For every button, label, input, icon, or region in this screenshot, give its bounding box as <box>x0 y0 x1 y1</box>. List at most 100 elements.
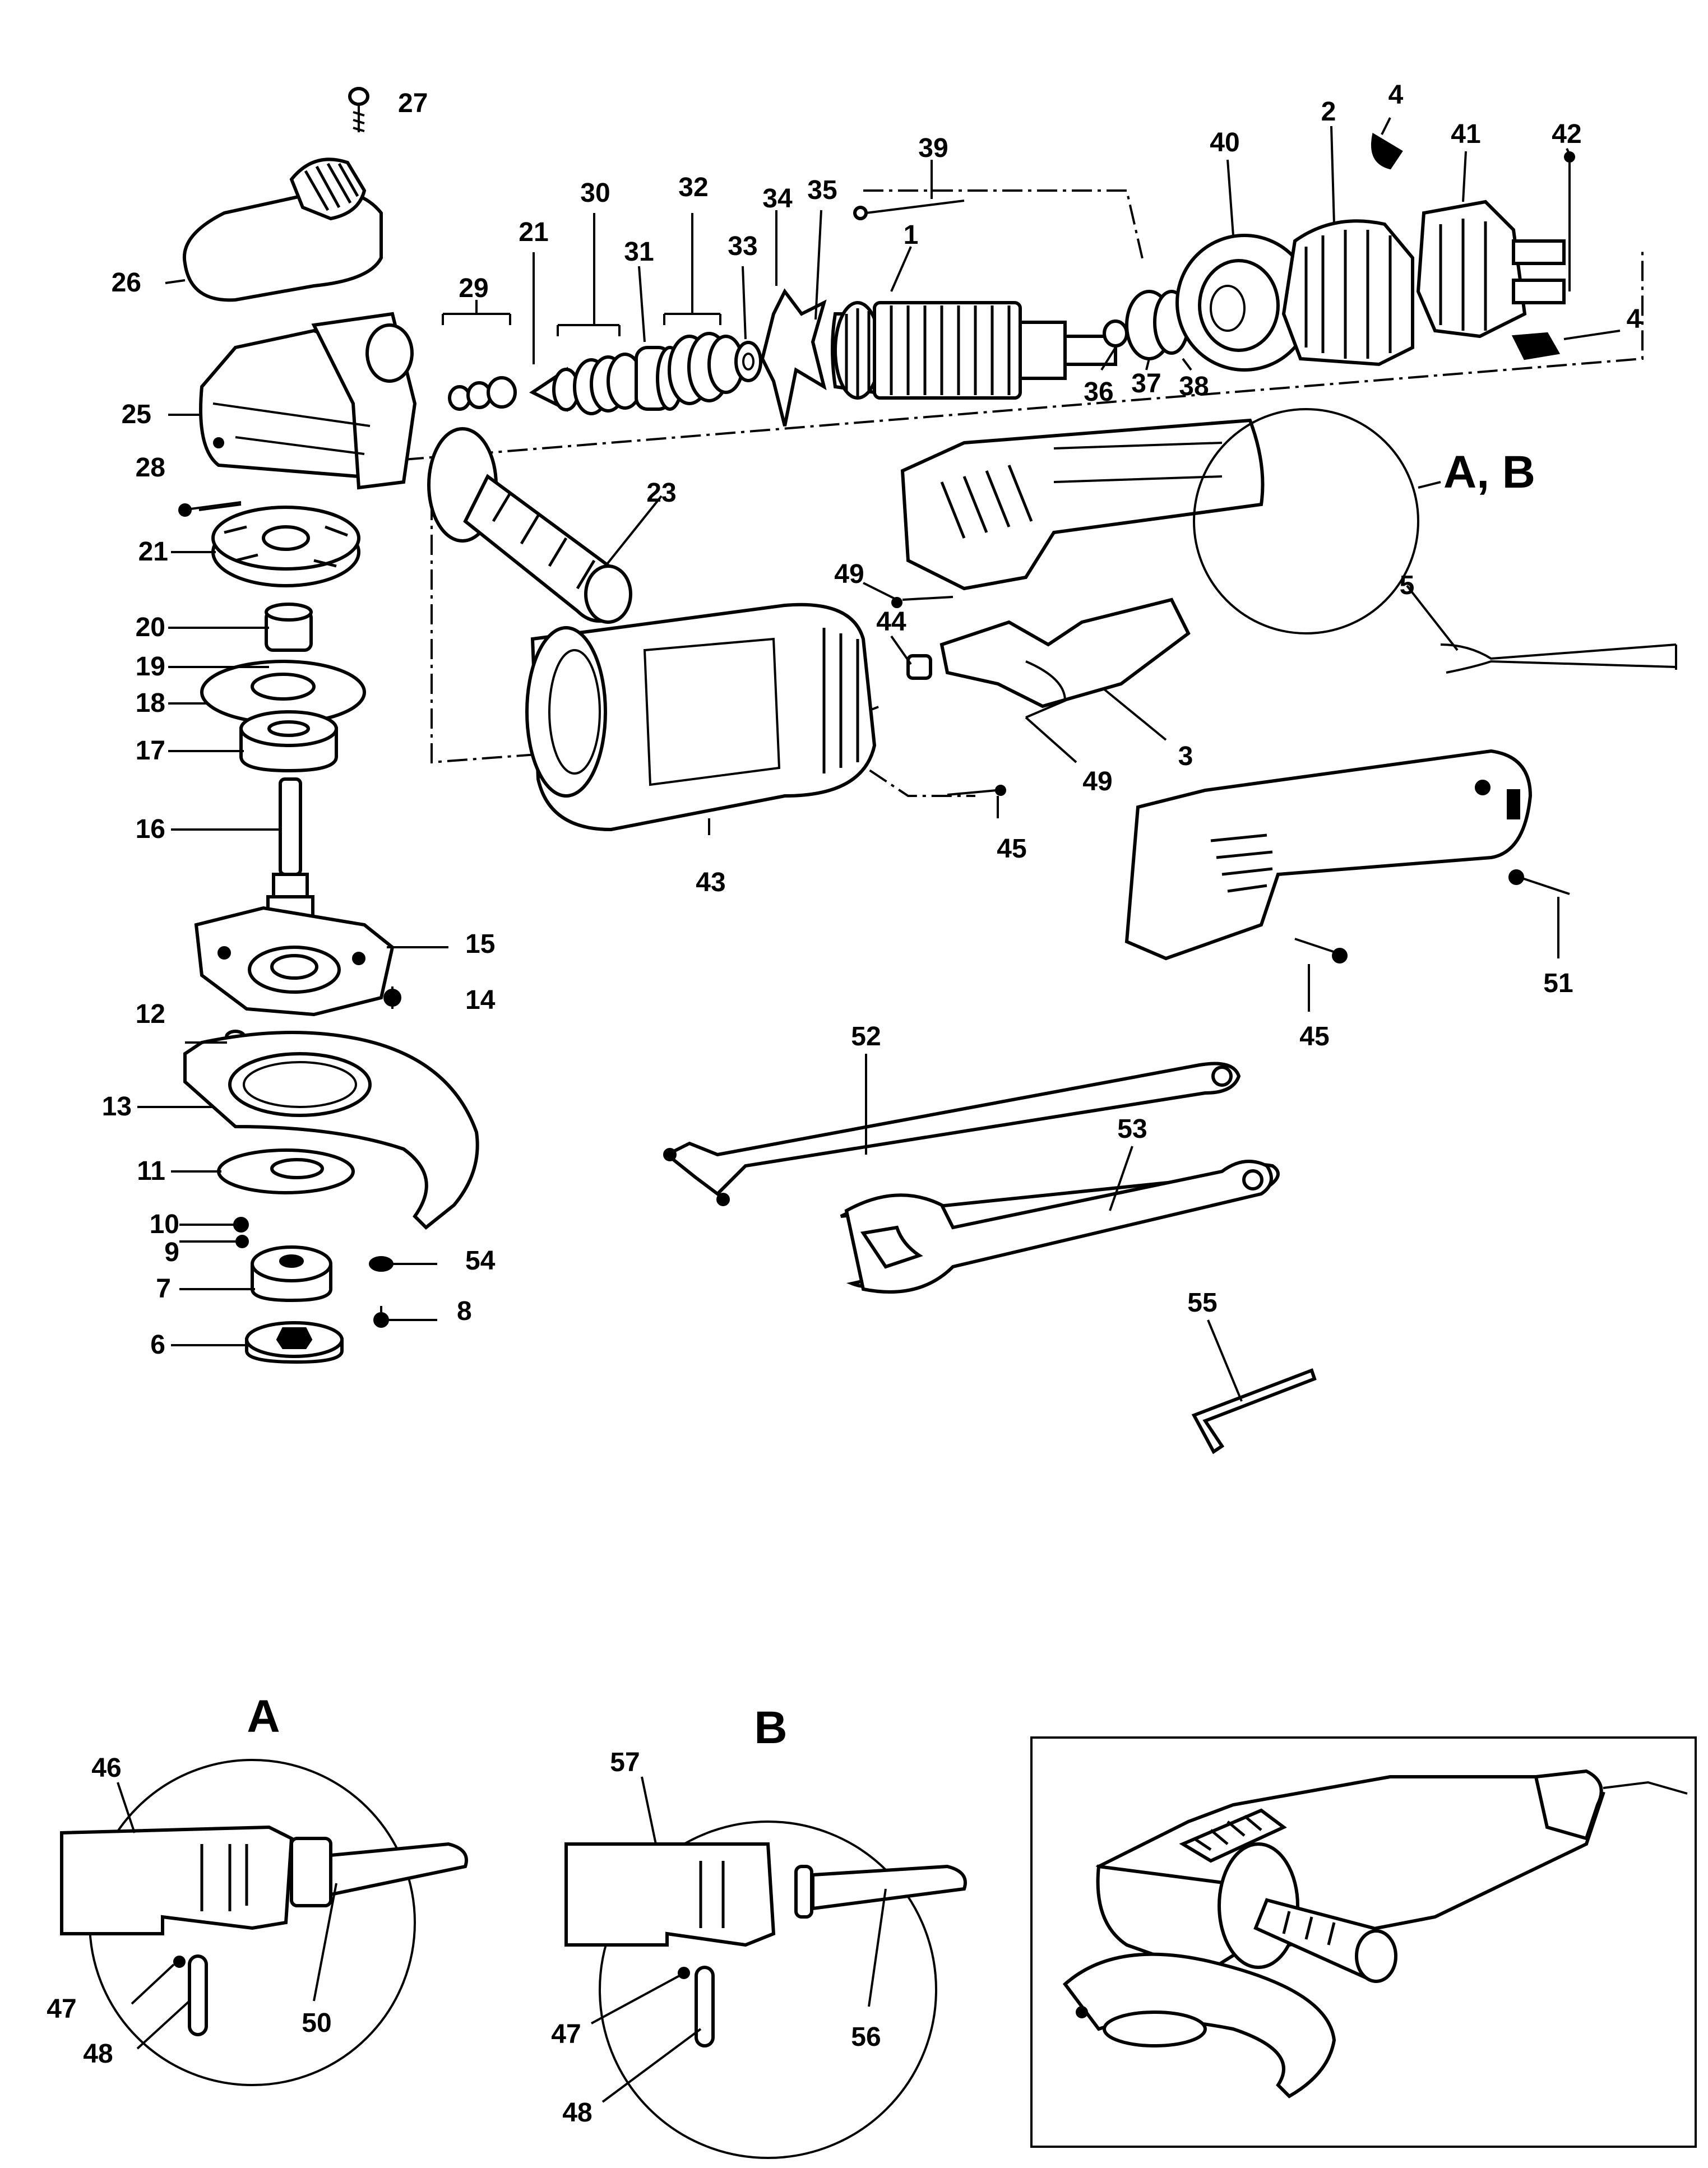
label-43: 43 <box>696 868 725 897</box>
label-1: 1 <box>904 220 919 250</box>
assembled-tool-view <box>1030 1736 1697 2148</box>
brush-4 <box>1511 332 1561 360</box>
label-37: 37 <box>1131 369 1161 399</box>
label-15: 15 <box>465 929 495 959</box>
hex-key-55 <box>1191 1368 1317 1454</box>
detail-b-title: B <box>754 1702 787 1753</box>
bearing-29 <box>448 376 517 411</box>
label-8: 8 <box>457 1296 472 1326</box>
spanner-53 <box>840 1160 1280 1294</box>
label-36: 36 <box>1084 377 1113 407</box>
washer-36 <box>1103 319 1128 348</box>
cable-5 <box>1440 643 1677 674</box>
washer-33 <box>734 341 762 382</box>
baffle-40 <box>1175 234 1313 372</box>
field-2 <box>1281 132 1414 367</box>
label-41: 41 <box>1451 119 1480 149</box>
label-29: 29 <box>459 274 488 303</box>
label-6: 6 <box>150 1330 165 1360</box>
label-19: 19 <box>136 652 165 682</box>
label-b57: 57 <box>610 1748 640 1777</box>
label-38: 38 <box>1179 372 1209 401</box>
label-17: 17 <box>136 736 165 766</box>
detail-a-title: A <box>247 1691 280 1742</box>
bearing-17 <box>239 710 338 773</box>
label-12: 12 <box>136 999 165 1029</box>
handle-half-lower <box>1124 749 1533 961</box>
label-45-lower: 45 <box>1299 1022 1329 1051</box>
screw-49 <box>891 596 953 608</box>
gear-21-lower <box>211 506 360 587</box>
gear-cover-26 <box>182 157 383 302</box>
label-21-lower: 21 <box>138 537 168 567</box>
pinion-21-upper <box>529 367 580 412</box>
label-30: 30 <box>580 178 610 208</box>
screw-45-upper <box>947 785 1006 796</box>
wheel-guard-13 <box>183 1031 479 1230</box>
label-a46: 46 <box>91 1753 121 1783</box>
bearing-20 <box>265 603 313 652</box>
label-40: 40 <box>1210 128 1239 157</box>
detail-a: A 46 47 48 50 <box>47 1691 468 2086</box>
label-49-upper: 49 <box>834 559 864 589</box>
screw-28 <box>178 501 242 517</box>
label-53: 53 <box>1117 1114 1147 1144</box>
clamp-11 <box>217 1148 355 1194</box>
screw-51 <box>1508 869 1570 895</box>
part-labels: 27 26 25 28 21 20 19 18 17 16 15 14 12 1… <box>102 80 1642 1360</box>
side-handle-23 <box>427 427 632 624</box>
label-39: 39 <box>918 133 948 163</box>
callout-label: A, B <box>1443 447 1535 498</box>
spindle-16 <box>266 777 314 927</box>
washer-19-18 <box>200 660 366 725</box>
label-51: 51 <box>1543 969 1573 998</box>
bearing-30 <box>573 353 644 415</box>
gear-housing-25 <box>199 312 417 490</box>
label-a50: 50 <box>302 2008 331 2038</box>
label-45-upper: 45 <box>997 834 1026 864</box>
label-49-lower: 49 <box>1082 767 1112 796</box>
screw-8 <box>373 1306 389 1328</box>
label-33: 33 <box>728 231 757 261</box>
screw-45-lower <box>1294 938 1348 963</box>
label-b48: 48 <box>562 2098 592 2128</box>
label-5: 5 <box>1400 571 1415 600</box>
label-42: 42 <box>1552 119 1581 149</box>
leader-lines <box>137 111 1621 1402</box>
screw-42 <box>1564 151 1575 291</box>
flange-15 <box>194 906 395 1017</box>
label-26: 26 <box>112 268 141 298</box>
label-21-upper: 21 <box>519 217 548 247</box>
label-3: 3 <box>1178 742 1193 771</box>
screw-14 <box>383 986 401 1009</box>
callout-circle <box>1193 408 1441 634</box>
screw-10-9 <box>233 1217 249 1248</box>
baffle-34 <box>760 288 827 427</box>
label-23: 23 <box>646 478 676 508</box>
label-a47: 47 <box>47 1994 76 2024</box>
label-35: 35 <box>807 175 837 205</box>
pin-wrench-52 <box>663 1062 1241 1206</box>
armature-1 <box>831 301 1117 400</box>
label-13: 13 <box>102 1092 132 1122</box>
label-28: 28 <box>136 453 165 483</box>
label-32: 32 <box>678 173 708 202</box>
label-25: 25 <box>122 400 151 429</box>
detail-b: B 57 47 48 56 <box>551 1702 967 2159</box>
label-11: 11 <box>137 1156 165 1186</box>
label-4-side: 4 <box>1627 304 1642 334</box>
handle-half-upper <box>900 418 1265 591</box>
label-44: 44 <box>876 607 906 637</box>
label-52: 52 <box>851 1022 881 1051</box>
label-54: 54 <box>465 1246 496 1276</box>
bearing-32 <box>668 332 744 405</box>
label-18: 18 <box>136 688 165 718</box>
label-b56: 56 <box>851 2022 881 2052</box>
flange-7 <box>251 1245 332 1303</box>
label-9: 9 <box>164 1238 179 1267</box>
label-2: 2 <box>1321 97 1336 127</box>
label-34: 34 <box>762 184 793 214</box>
label-31: 31 <box>624 237 654 267</box>
brush-holder-41 <box>1416 200 1566 339</box>
